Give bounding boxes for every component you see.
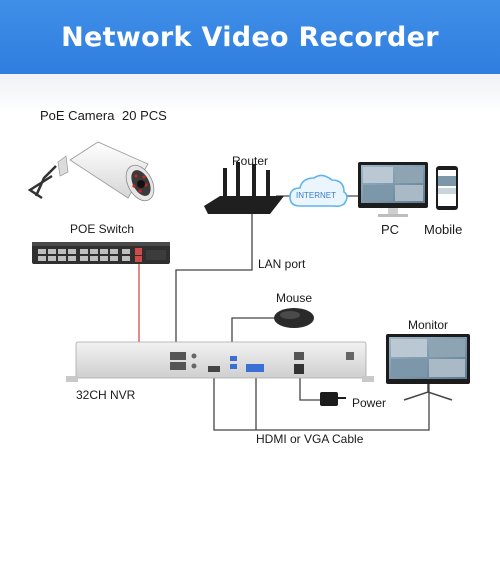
- lan-port-label: LAN port: [258, 257, 306, 271]
- mouse-label: Mouse: [276, 291, 313, 305]
- lan-cable: [175, 214, 253, 354]
- router-label: Router: [232, 154, 269, 168]
- poe-switch-icon: [32, 242, 170, 264]
- mouse-cable: [231, 317, 276, 350]
- monitor-icon: [386, 334, 470, 401]
- camera-label-text: PoE Camera: [40, 108, 115, 123]
- page-title: Network Video Recorder: [61, 21, 439, 53]
- pc-label: PC: [381, 222, 400, 237]
- router-icon: [204, 162, 284, 214]
- title-banner: Network Video Recorder: [0, 0, 500, 74]
- banner-shadow: [0, 74, 500, 114]
- mobile-icon: [436, 166, 458, 210]
- camera-qty-text: 20 PCS: [122, 108, 167, 123]
- nvr-icon: [66, 341, 374, 382]
- monitor-label: Monitor: [408, 318, 449, 332]
- hdmi-cable: [213, 376, 430, 431]
- poe-cable-red: [138, 262, 178, 355]
- power-adapter-icon: [320, 392, 346, 406]
- mouse-icon: [274, 308, 314, 328]
- internet-cloud-icon: [289, 174, 348, 208]
- pc-icon: [358, 162, 428, 217]
- nvr-label: 32CH NVR: [76, 388, 136, 402]
- internet-label: INTERNET: [296, 191, 336, 200]
- mobile-label: Mobile: [424, 222, 463, 237]
- power-cable: [299, 378, 322, 401]
- camera-label: PoE Camera 20 PCS: [40, 108, 167, 123]
- poe-switch-label: POE Switch: [70, 222, 135, 236]
- power-label: Power: [352, 396, 387, 410]
- camera-icon: [27, 141, 155, 202]
- hdmi-vga-label: HDMI or VGA Cable: [256, 432, 364, 446]
